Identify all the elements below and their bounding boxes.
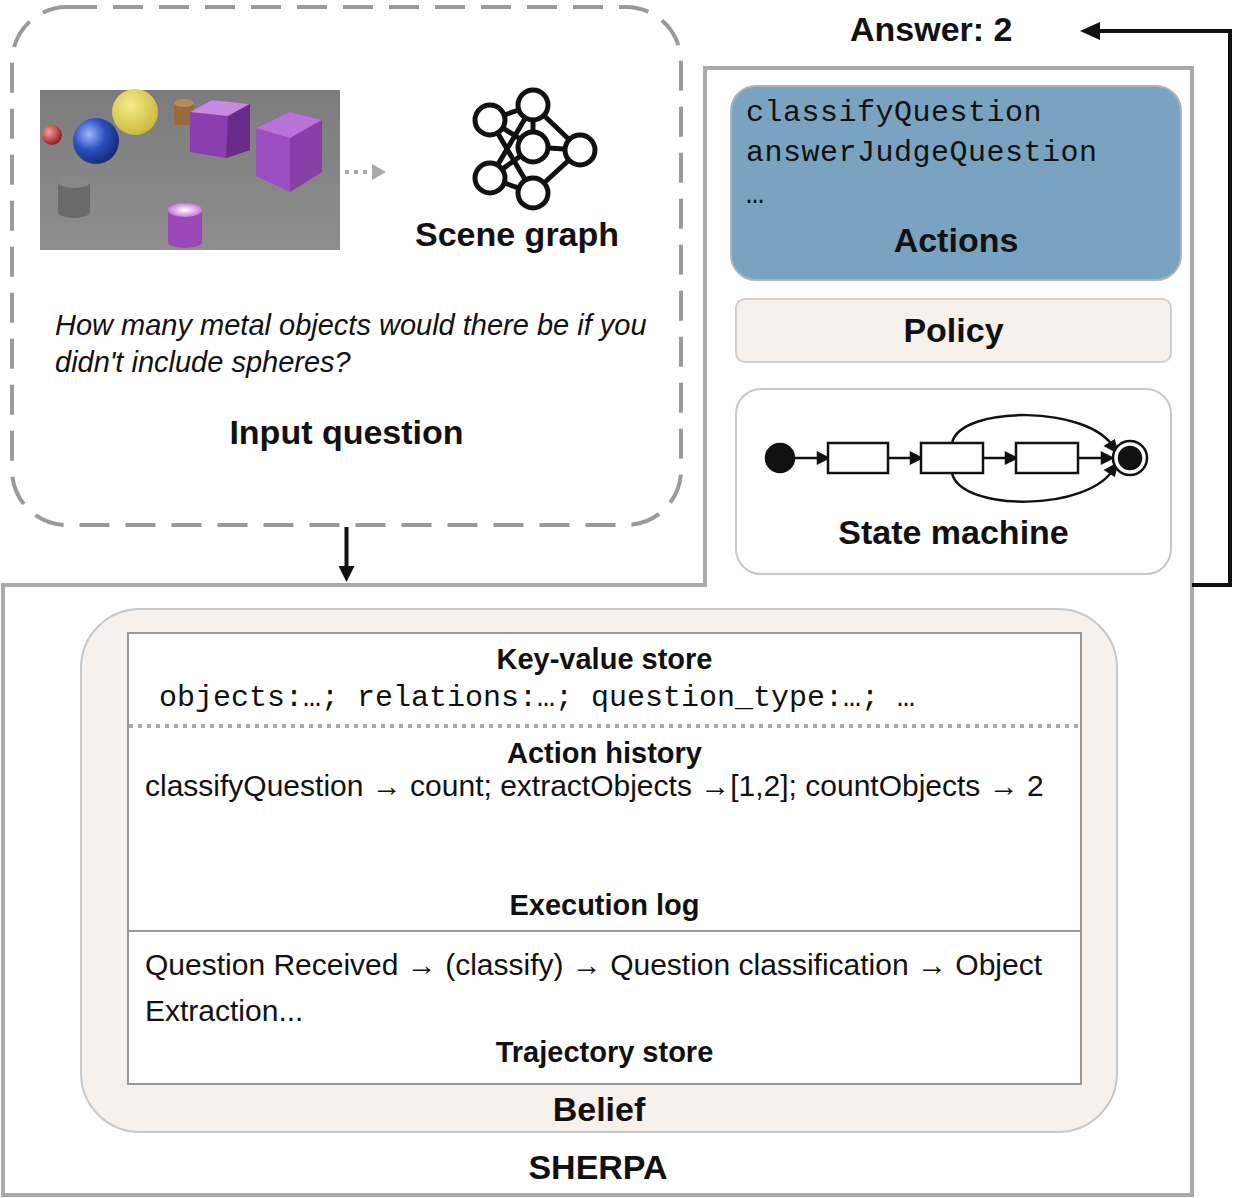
node-text: Question Received → (classify) → Questio… <box>145 942 1080 1034</box>
input-question-box: How many metal objects would there be if… <box>10 5 683 527</box>
node-text: classifyQuestion → count; extractObjects… <box>145 763 1045 809</box>
node-text: … <box>746 175 1176 215</box>
actions-box: classifyQuestionanswerJudgeQuestion… Acti… <box>730 85 1182 281</box>
state-machine-box: State machine <box>735 388 1172 575</box>
connector <box>339 527 355 582</box>
belief-box: Belief Key-value store objects:…; relation… <box>80 608 1118 1133</box>
node-text: objects:…; relations:…; question_type:…;… <box>159 680 1079 716</box>
node-text: How many metal objects would there be if… <box>55 307 670 381</box>
dotted-arrow <box>345 170 372 174</box>
node-text: Trajectory store <box>127 1035 1082 1069</box>
memory-box: Key-value store objects:…; relations:…; q… <box>127 632 1082 932</box>
trajectory-store-box: Question Received → (classify) → Questio… <box>127 930 1082 1085</box>
node-text: SHERPA <box>0 1147 1196 1187</box>
neural-network-icon <box>475 90 595 208</box>
node-text: Key-value store <box>127 642 1082 676</box>
node-text: Actions <box>730 220 1182 260</box>
scene-graph-label: Scene graph <box>415 214 619 254</box>
scene-image <box>40 89 340 250</box>
sherpa-border <box>3 68 1192 1195</box>
node-text: Policy <box>735 310 1172 350</box>
dotted-separator <box>129 724 1080 728</box>
node-text: Execution log <box>127 888 1082 922</box>
node-text: Input question <box>10 412 683 452</box>
node-text: State machine <box>735 512 1172 552</box>
answer-arrow-head <box>1080 22 1100 40</box>
node-text: answerJudgeQuestion <box>746 133 1176 173</box>
node-text: Action history <box>127 736 1082 770</box>
answer-label: Answer: 2 <box>850 9 1013 49</box>
policy-box: Policy <box>735 298 1172 363</box>
node-text: Belief <box>80 1089 1118 1129</box>
node-text: classifyQuestion <box>746 93 1176 133</box>
arrow-head <box>339 566 355 582</box>
dotted-arrow-head <box>372 164 386 180</box>
connector-line <box>345 527 349 568</box>
